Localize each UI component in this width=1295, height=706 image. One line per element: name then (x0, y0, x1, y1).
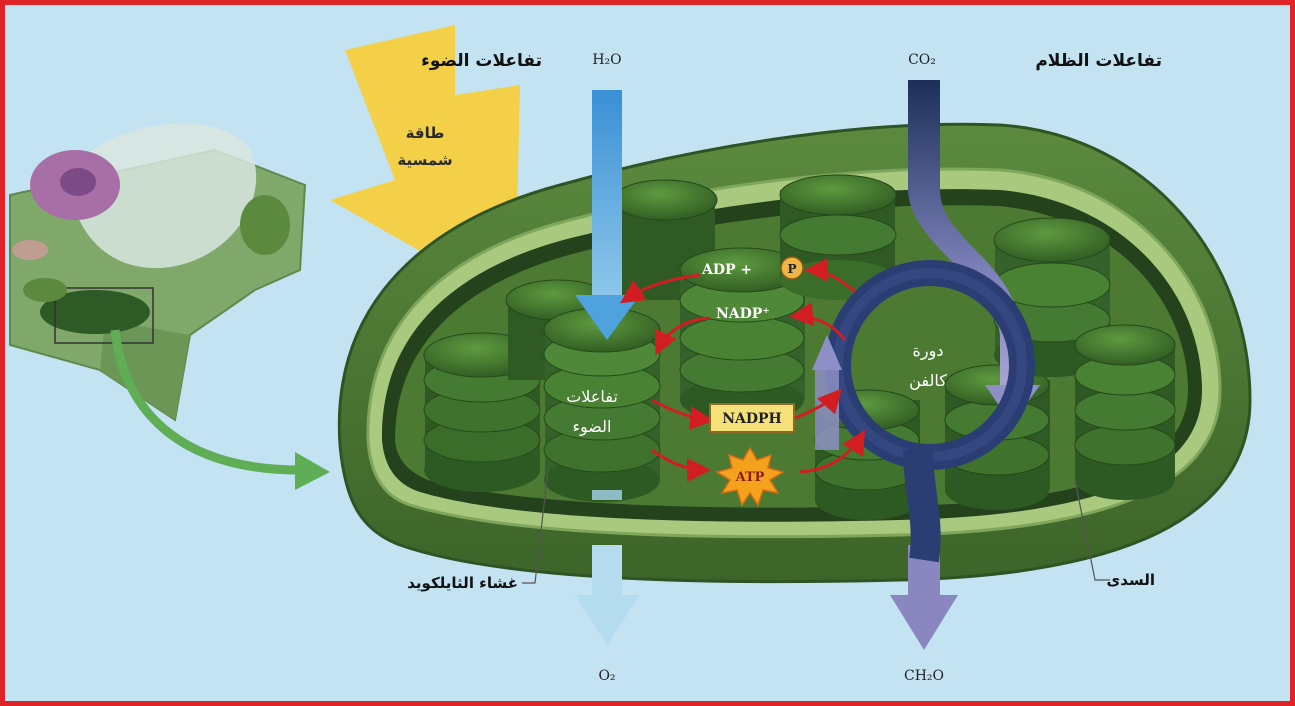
light-reactions-center-line1: تفاعلات (566, 387, 618, 406)
granum-10 (1075, 325, 1175, 500)
nadph-label: NADPH (722, 411, 782, 427)
co2-label: CO₂ (908, 52, 936, 68)
plant-cell (10, 124, 305, 420)
calvin-cycle-line1: دورة (913, 341, 944, 361)
adp-label: ADP + (701, 262, 752, 278)
solar-energy-line2: شمسية (397, 151, 452, 169)
stroma-label: السدى (1107, 571, 1155, 589)
ch2o-label: CH₂O (904, 668, 944, 684)
phosphate-label: P (787, 262, 796, 276)
dark-reactions-title: تفاعلات الظلام (1035, 51, 1162, 71)
o2-label: O₂ (598, 668, 615, 684)
nadp-label: NADP⁺ (716, 306, 770, 322)
solar-energy-line1: طاقة (406, 124, 445, 142)
h2o-label: H₂O (592, 52, 621, 68)
atp-label: ATP (735, 470, 765, 485)
thylakoid-membrane-label: غشاء الثايلكويد (407, 574, 518, 592)
photosynthesis-diagram: تفاعلات الضوء تفاعلات الظلام طاقة شمسية … (5, 5, 1290, 701)
light-reactions-center-line2: الضوء (573, 417, 612, 437)
light-reactions-title: تفاعلات الضوء (421, 51, 542, 71)
calvin-cycle-line2: كالفن (909, 371, 947, 391)
